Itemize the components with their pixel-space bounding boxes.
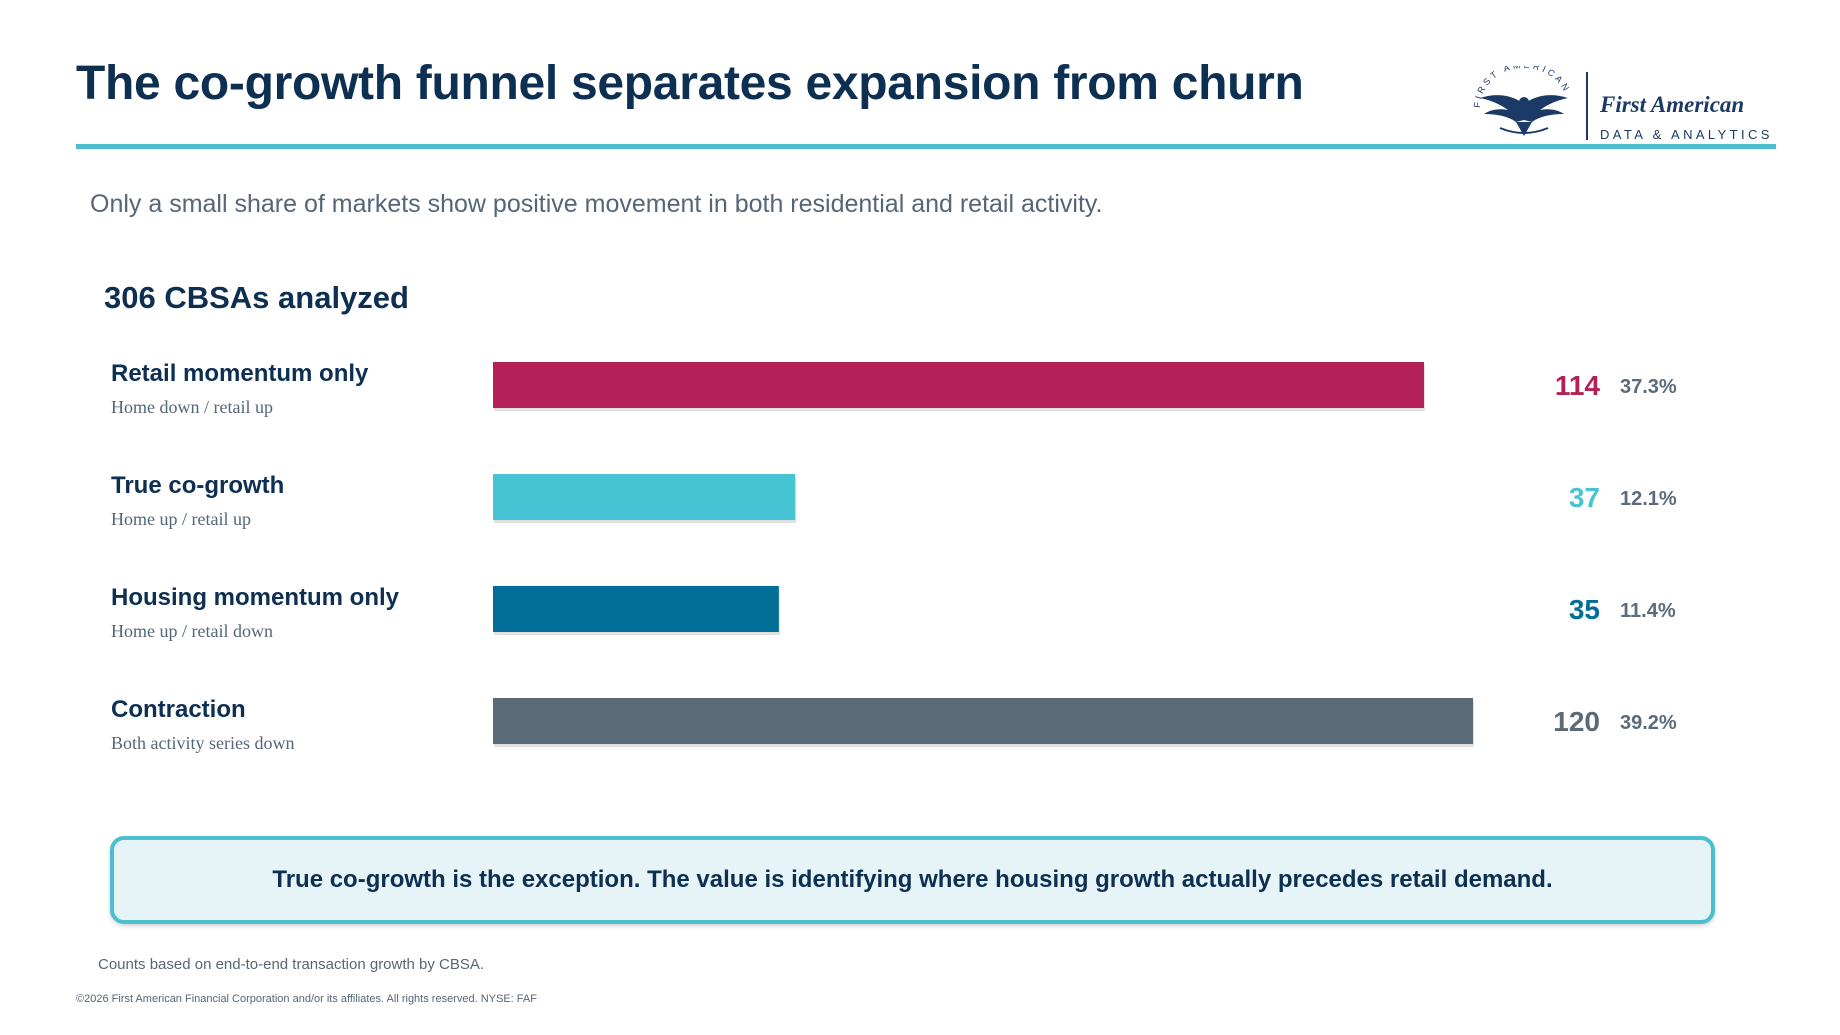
bar [493, 474, 796, 520]
callout-text: True co-growth is the exception. The val… [272, 866, 1553, 893]
row-label: Contraction [111, 696, 246, 723]
bar [493, 362, 1424, 408]
chart-title: 306 CBSAs analyzed [104, 280, 409, 315]
bar-percent: 12.1% [1620, 488, 1677, 510]
bar-value: 37 [1569, 482, 1600, 513]
header-rule [76, 144, 1776, 149]
logo-subtitle: DATA & ANALYTICS [1600, 127, 1773, 142]
row-description: Home down / retail up [111, 397, 273, 417]
callout-box: True co-growth is the exception. The val… [110, 836, 1715, 924]
row-label: Retail momentum only [111, 360, 369, 387]
logo-divider [1586, 72, 1588, 140]
logo-name: First American [1600, 92, 1745, 117]
row-description: Home up / retail down [111, 621, 273, 641]
page-title: The co-growth funnel separates expansion… [76, 57, 1304, 110]
bar [493, 586, 779, 632]
row-description: Both activity series down [111, 733, 294, 753]
footnote: Counts based on end-to-end transaction g… [98, 956, 485, 973]
row-label: True co-growth [111, 472, 284, 499]
bar-value: 120 [1553, 706, 1600, 737]
bar-value: 114 [1555, 370, 1601, 401]
bar-percent: 39.2% [1620, 712, 1677, 734]
bar [493, 698, 1473, 744]
row-description: Home up / retail up [111, 509, 251, 529]
page-subtitle: Only a small share of markets show posit… [90, 190, 1103, 218]
row-label: Housing momentum only [111, 584, 400, 611]
eagle-seal-icon: FIRST AMERICAN [1472, 66, 1569, 136]
bar-percent: 37.3% [1620, 376, 1677, 398]
copyright: ©2026 First American Financial Corporati… [76, 993, 537, 1005]
bar-percent: 11.4% [1620, 600, 1676, 622]
bar-value: 35 [1569, 594, 1600, 625]
